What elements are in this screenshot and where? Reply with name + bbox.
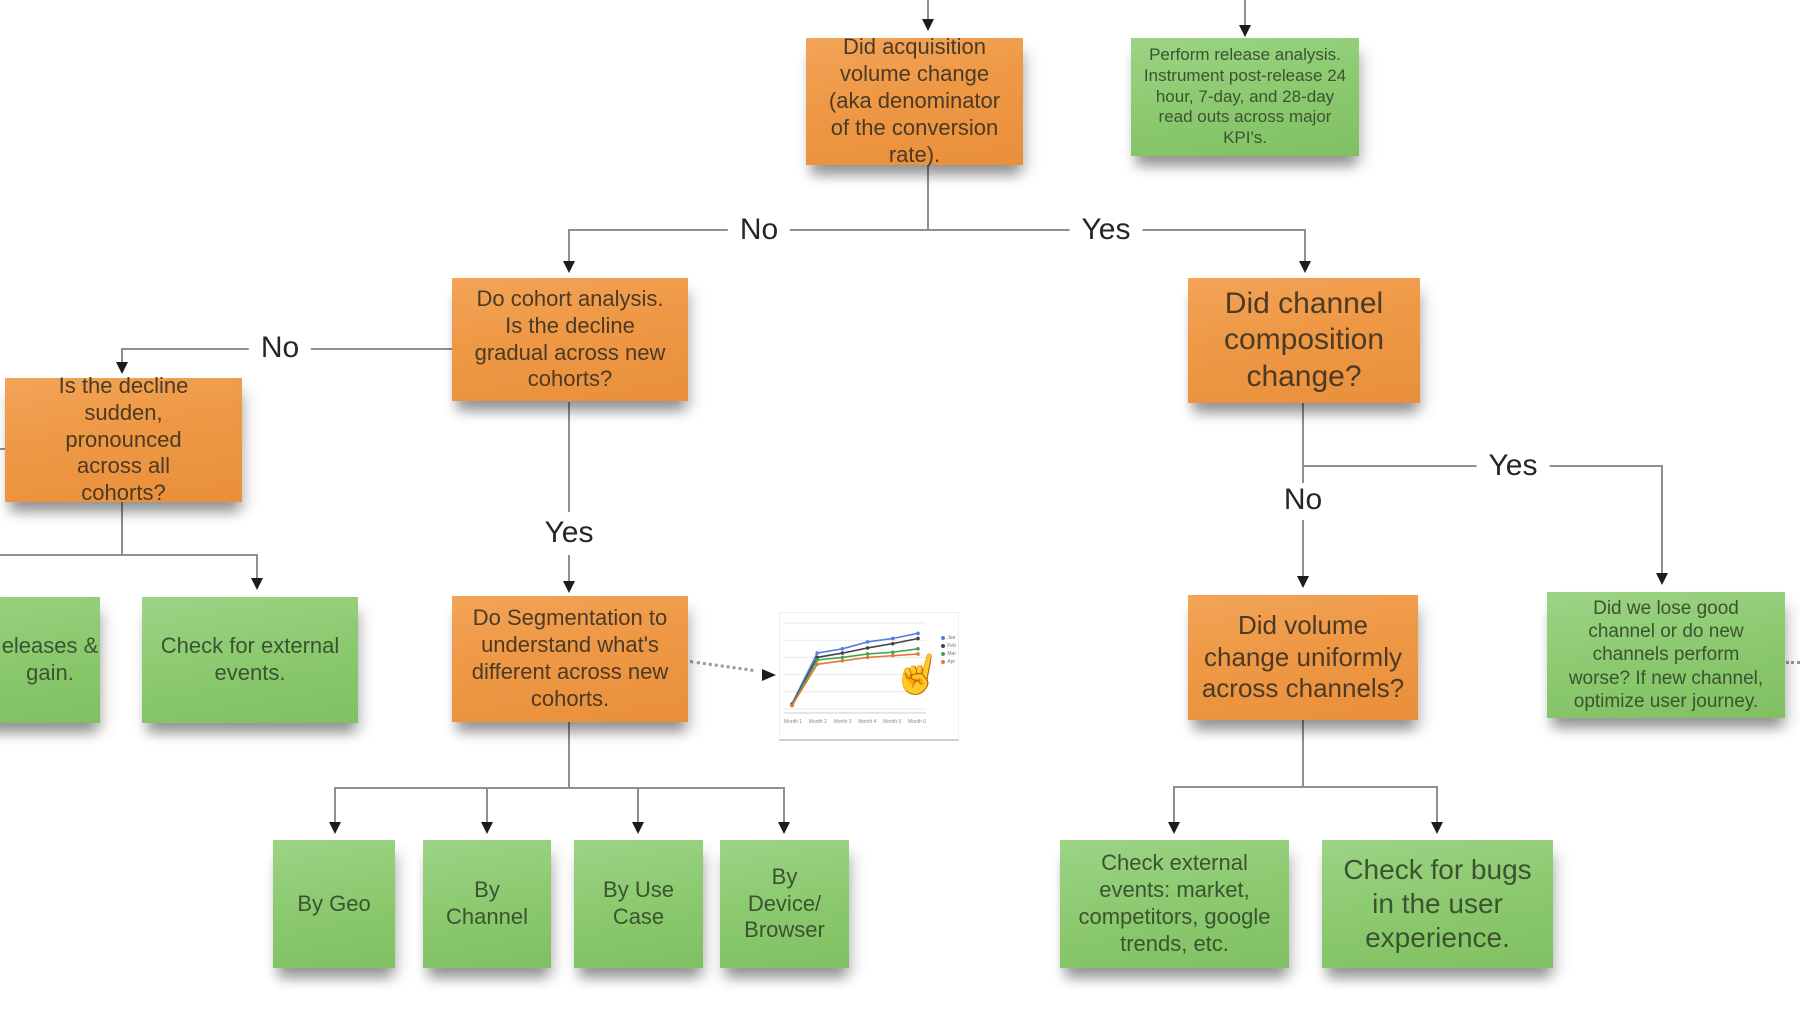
chart-x-label: Month 4 bbox=[858, 719, 877, 725]
connector-acquisition-split bbox=[569, 229, 1305, 231]
sticky-note-text: Check for bugs in the user experience. bbox=[1343, 853, 1532, 954]
arrow-head bbox=[563, 261, 575, 273]
sticky-note-by-device-browser[interactable]: By Device/ Browser bbox=[720, 840, 849, 968]
connector-sudden-fork bbox=[0, 554, 258, 556]
sticky-note-text: Is the decline sudden, pronounced across… bbox=[58, 372, 189, 506]
edge-label-yes-mid: Yes bbox=[532, 516, 606, 550]
connector-seg-down bbox=[568, 722, 570, 787]
sticky-note-channel-composition[interactable]: Did channel composition change? bbox=[1188, 278, 1420, 403]
sticky-note-check-external[interactable]: Check external events: market, competito… bbox=[1060, 840, 1289, 968]
connector-sudden-down bbox=[121, 502, 123, 554]
connector-seg-drop-2 bbox=[486, 787, 488, 822]
arrow-head bbox=[1168, 822, 1180, 834]
connector-split-right bbox=[1304, 229, 1306, 261]
sticky-note-text: eleases & gain. bbox=[1, 633, 99, 685]
sticky-note-text: Do cohort analysis. Is the decline gradu… bbox=[474, 285, 666, 392]
connector-into-release bbox=[1244, 0, 1246, 25]
sticky-note-text: Check for external events. bbox=[160, 633, 340, 685]
arrow-head bbox=[1297, 576, 1309, 588]
line-chart-plot bbox=[784, 622, 926, 714]
sticky-note-text: By Device/ Browser bbox=[744, 863, 825, 943]
sticky-note-text: Did volume change uniformly across chann… bbox=[1201, 609, 1405, 704]
chart-x-axis-labels: Month 1 Month 2 Month 3 Month 4 Month 5 Month… bbox=[784, 719, 926, 725]
sticky-note-text: Did channel composition change? bbox=[1223, 286, 1385, 393]
sticky-note-cohort-analysis[interactable]: Do cohort analysis. Is the decline gradu… bbox=[452, 278, 688, 401]
connector-volume-down bbox=[1302, 720, 1304, 786]
dotted-connector-to-chart bbox=[689, 660, 754, 672]
connector-cohort-no-drop bbox=[121, 348, 123, 362]
connector-seg-drop-4 bbox=[783, 787, 785, 822]
arrow-head bbox=[251, 578, 263, 590]
sticky-note-text: Do Segmentation to understand what's dif… bbox=[471, 605, 669, 711]
arrow-head bbox=[632, 822, 644, 834]
sticky-note-check-bugs[interactable]: Check for bugs in the user experience. bbox=[1322, 840, 1553, 968]
connector-channel-down bbox=[1302, 403, 1304, 465]
connector-volume-drop-left bbox=[1173, 786, 1175, 822]
dotted-connector-offscreen-right bbox=[1786, 661, 1800, 664]
sticky-note-external-events[interactable]: Check for external events. bbox=[142, 597, 358, 723]
arrow-head bbox=[1656, 573, 1668, 585]
connector-volume-drop-right bbox=[1436, 786, 1438, 822]
chart-legend-item: Mar bbox=[941, 651, 956, 657]
arrow-head bbox=[481, 822, 493, 834]
chart-x-label: Month 2 bbox=[808, 719, 827, 725]
chart-legend-item: Jan bbox=[941, 635, 956, 641]
connector-acquisition-down bbox=[927, 165, 929, 229]
sticky-note-volume-uniform[interactable]: Did volume change uniformly across chann… bbox=[1188, 595, 1418, 720]
arrow-head bbox=[778, 822, 790, 834]
connector-into-acquisition bbox=[927, 0, 929, 19]
arrow-head bbox=[922, 19, 934, 31]
connector-seg-drop-3 bbox=[637, 787, 639, 822]
connector-volume-fork bbox=[1174, 786, 1437, 788]
chart-x-label: Month 6 bbox=[907, 719, 926, 725]
sticky-note-text: Did acquisition volume change (aka denom… bbox=[828, 34, 1001, 167]
sticky-note-by-use-case[interactable]: By Use Case bbox=[574, 840, 703, 968]
sticky-note-text: Check external events: market, competito… bbox=[1078, 850, 1271, 956]
connector-seg-fork bbox=[335, 787, 784, 789]
edge-label-no-left: No bbox=[248, 331, 312, 365]
connector-cohort-yes-2 bbox=[568, 555, 570, 581]
edge-label-no-top: No bbox=[727, 213, 791, 247]
chart-legend-item: Apr bbox=[941, 659, 956, 665]
connector-channel-no-2 bbox=[1302, 520, 1304, 576]
chart-x-label: Month 5 bbox=[883, 719, 902, 725]
collaborator-hand-cursor-icon: ☝ bbox=[888, 647, 947, 701]
sticky-note-segmentation[interactable]: Do Segmentation to understand what's dif… bbox=[452, 596, 688, 722]
edge-label-no-right: No bbox=[1271, 483, 1335, 517]
sticky-note-text: Perform release analysis. Instrument pos… bbox=[1143, 45, 1347, 148]
connector-sudden-fork-right bbox=[256, 554, 258, 578]
arrow-head bbox=[563, 581, 575, 593]
chart-x-label: Month 3 bbox=[833, 719, 852, 725]
sticky-note-text: By Use Case bbox=[603, 877, 674, 929]
connector-cohort-yes-1 bbox=[568, 402, 570, 512]
connector-offscreen-left bbox=[0, 448, 6, 450]
sticky-note-by-geo[interactable]: By Geo bbox=[273, 840, 395, 968]
arrow-head bbox=[762, 669, 776, 681]
edge-label-yes-top: Yes bbox=[1069, 213, 1143, 247]
sticky-note-releases-clipped[interactable]: eleases & gain. bbox=[0, 597, 100, 723]
embedded-line-chart-thumbnail[interactable]: Month 1 Month 2 Month 3 Month 4 Month 5 Month… bbox=[779, 612, 959, 741]
sticky-note-release-analysis[interactable]: Perform release analysis. Instrument pos… bbox=[1131, 38, 1359, 156]
connector-channel-no-1 bbox=[1302, 465, 1304, 483]
connector-seg-drop-1 bbox=[334, 787, 336, 822]
edge-label-yes-right: Yes bbox=[1476, 449, 1550, 483]
sticky-note-lose-channel[interactable]: Did we lose good channel or do new chann… bbox=[1547, 592, 1785, 718]
arrow-head bbox=[116, 362, 128, 374]
connector-channel-yes-drop bbox=[1661, 465, 1663, 573]
arrow-head bbox=[329, 822, 341, 834]
sticky-note-text: By Channel bbox=[446, 877, 528, 929]
sticky-note-text: By Geo bbox=[297, 890, 371, 916]
sticky-note-decline-sudden[interactable]: Is the decline sudden, pronounced across… bbox=[5, 373, 242, 505]
arrow-head bbox=[1299, 261, 1311, 273]
sticky-note-text: Did we lose good channel or do new chann… bbox=[1568, 598, 1764, 712]
sticky-note-by-channel[interactable]: By Channel bbox=[423, 840, 551, 968]
connector-split-left bbox=[568, 229, 570, 261]
sticky-note-acquisition-volume[interactable]: Did acquisition volume change (aka denom… bbox=[806, 34, 1023, 167]
chart-x-label: Month 1 bbox=[784, 719, 803, 725]
arrow-head bbox=[1431, 822, 1443, 834]
arrow-head bbox=[1239, 25, 1251, 37]
chart-legend-item: Feb bbox=[941, 643, 956, 649]
